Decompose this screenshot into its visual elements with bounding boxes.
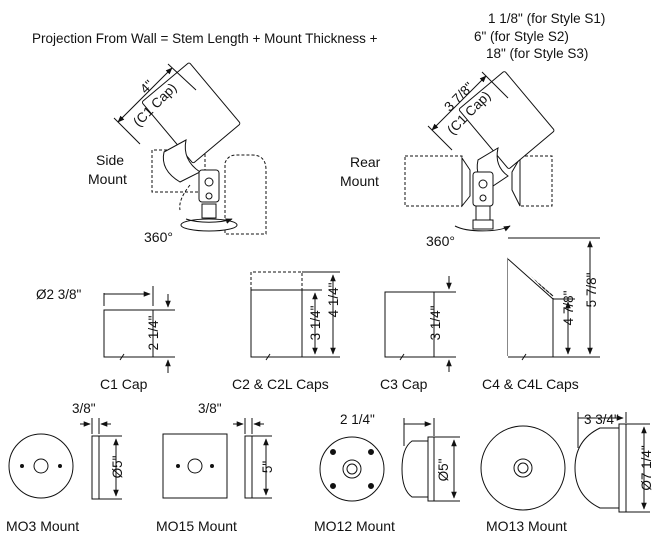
mo12-size-dim: Ø5"	[436, 458, 451, 481]
c3-cap-drawing	[384, 276, 456, 372]
mo3-size-dim: Ø5"	[110, 455, 125, 478]
side-mount-rotation: 360°	[144, 229, 173, 245]
c1-cap-label: C1 Cap	[100, 376, 148, 392]
c2-height-dim-long: 4 1/4"	[326, 282, 341, 317]
mo12-mount-label: MO12 Mount	[314, 518, 395, 534]
c2-cap-label: C2 & C2L Caps	[232, 376, 329, 392]
mo15-size-dim: 5"	[260, 461, 275, 474]
c3-height-dim: 3 1/4"	[428, 305, 443, 340]
mo12-thickness-dim: 2 1/4"	[340, 412, 375, 427]
rear-mount-illustration	[404, 71, 555, 232]
rear-mount-label-line2: Mount	[340, 173, 379, 189]
rear-mount-label-line1: Rear	[350, 154, 381, 170]
c1-width-dim: Ø2 3/8"	[36, 287, 82, 302]
mo15-thickness-dim: 3/8"	[198, 401, 222, 416]
formula-main: Projection From Wall = Stem Length + Mou…	[32, 31, 378, 46]
c2-height-dim: 3 1/4"	[308, 305, 323, 340]
mo13-thickness-dim: 3 3/4"	[584, 412, 619, 427]
side-mount-label-line2: Mount	[88, 171, 127, 187]
mo3-mount-drawing	[8, 418, 122, 500]
c3-cap-label: C3 Cap	[380, 376, 428, 392]
mo13-mount-drawing	[480, 412, 650, 513]
c1-cap-drawing	[103, 286, 175, 373]
c4-height-dim-long: 5 7/8"	[584, 272, 599, 307]
side-mount-cap-dimension	[113, 63, 197, 145]
mo3-mount-label: MO3 Mount	[6, 518, 79, 534]
c2-cap-drawing	[250, 271, 340, 361]
mo13-size-dim: Ø7 1/4"	[639, 445, 654, 491]
formula-style-s1: 1 1/8" (for Style S1)	[488, 11, 605, 26]
formula-style-s2: 6" (for Style S2)	[474, 29, 569, 44]
side-mount-label-line1: Side	[96, 152, 124, 168]
c4-cap-label: C4 & C4L Caps	[482, 376, 579, 392]
mo3-thickness-dim: 3/8"	[72, 401, 96, 416]
mo12-mount-drawing	[319, 418, 460, 502]
rear-mount-cap-dimension	[427, 71, 509, 151]
rear-mount-rotation: 360°	[426, 233, 455, 249]
c4-height-dim: 4 7/8"	[561, 290, 576, 325]
mo15-mount-drawing	[162, 418, 272, 499]
mo13-mount-label: MO13 Mount	[486, 518, 567, 534]
c4-cap-drawing	[507, 237, 600, 361]
mo15-mount-label: MO15 Mount	[156, 518, 237, 534]
c1-height-dim: 2 1/4"	[146, 315, 161, 350]
formula-style-s3: 18" (for Style S3)	[486, 46, 588, 61]
